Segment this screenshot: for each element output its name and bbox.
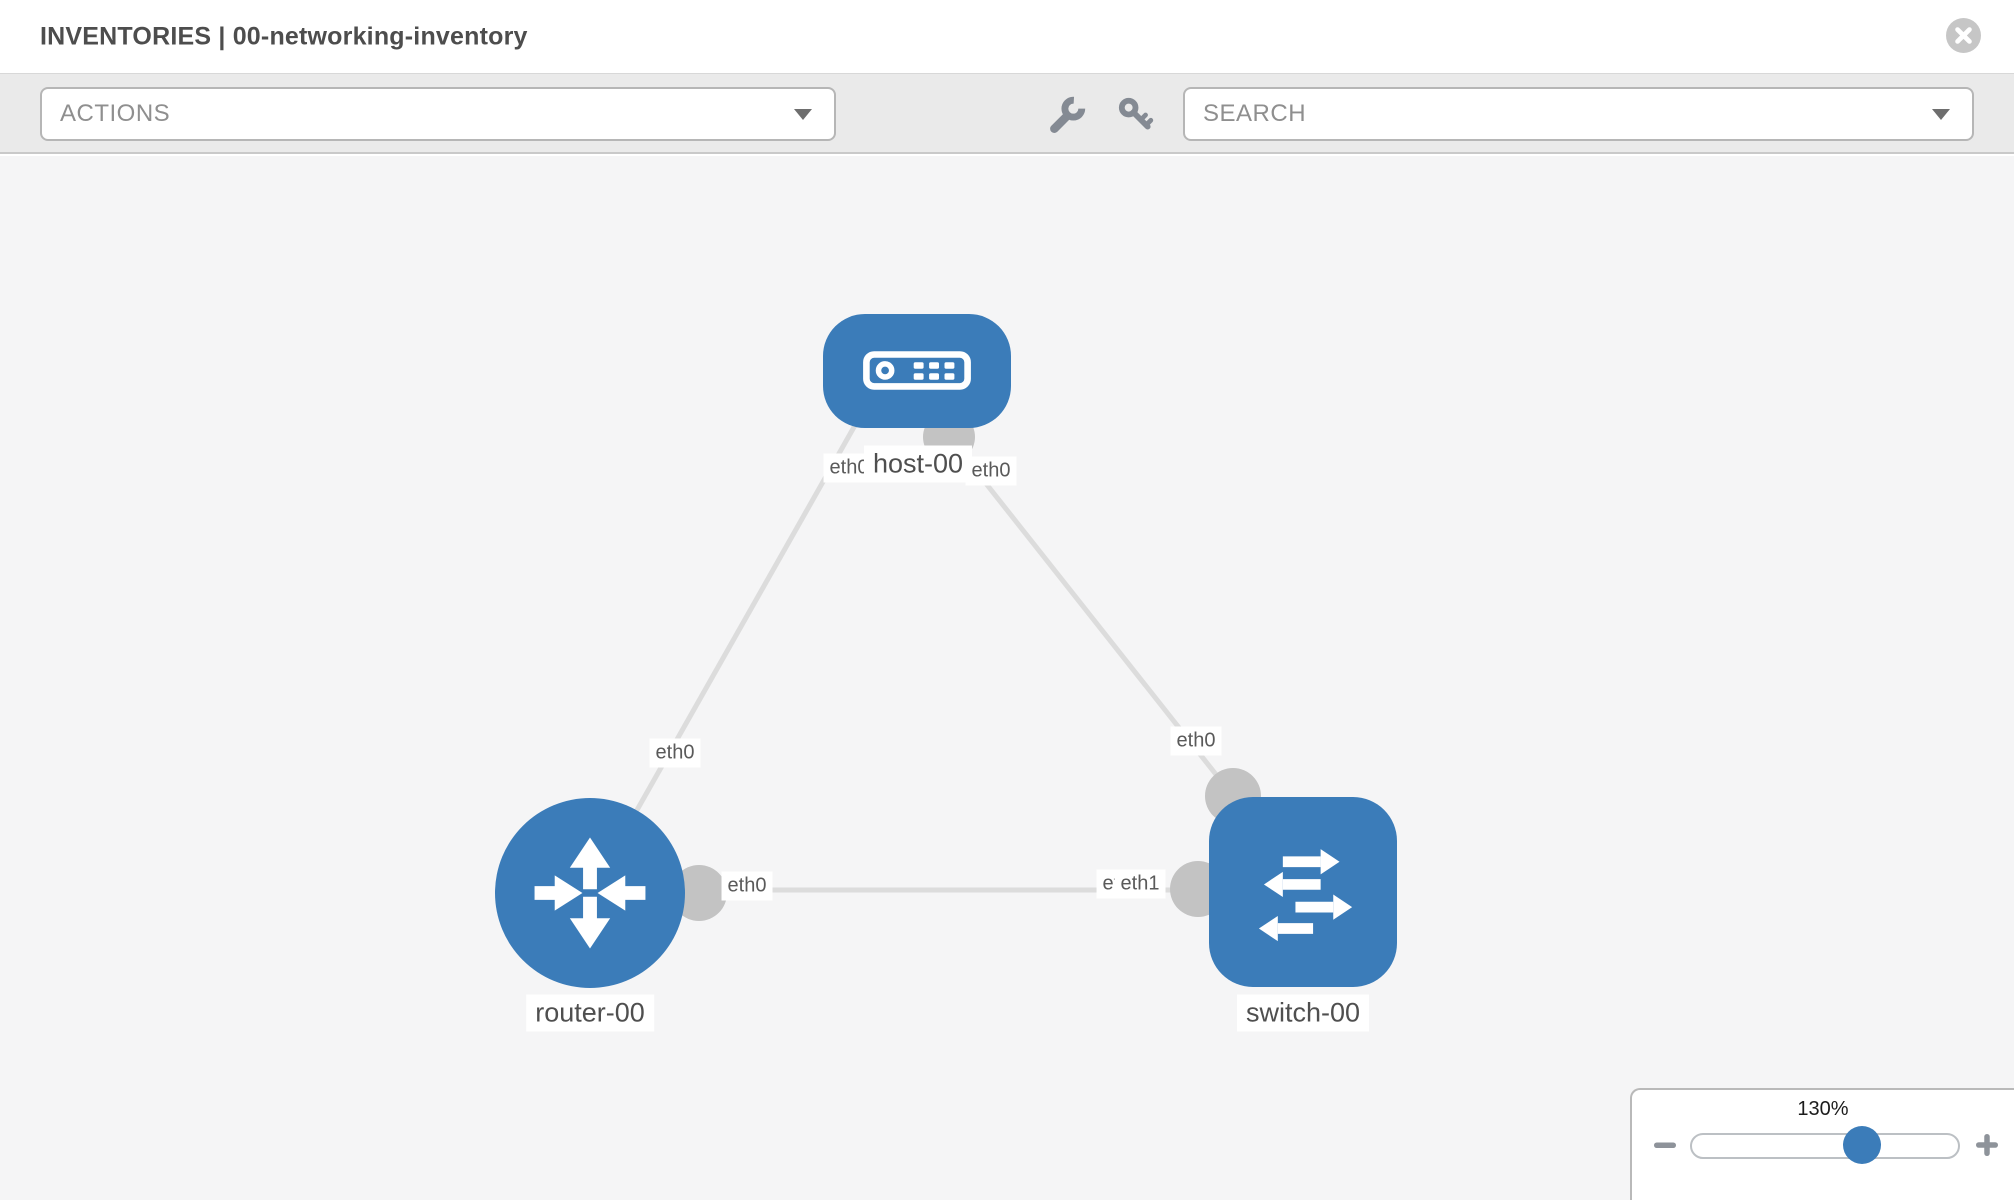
- close-icon[interactable]: [1946, 18, 1981, 53]
- host-icon: [863, 351, 971, 390]
- zoom-slider-track[interactable]: [1690, 1126, 1960, 1164]
- node-label-host-00: host-00: [863, 445, 973, 483]
- interface-label: eth0: [1170, 726, 1222, 756]
- zoom-in-button[interactable]: [1970, 1130, 2004, 1160]
- search-placeholder: SEARCH: [1203, 100, 1307, 127]
- router-icon: [534, 837, 646, 949]
- switch-icon: [1258, 849, 1353, 942]
- node-host-00[interactable]: [823, 314, 1011, 428]
- node-label-switch-00: switch-00: [1236, 994, 1370, 1032]
- actions-dropdown-label: ACTIONS: [60, 100, 171, 127]
- interface-label: eth0: [965, 456, 1017, 486]
- key-icon[interactable]: [1116, 96, 1154, 134]
- node-router-00[interactable]: [495, 798, 685, 988]
- zoom-out-button[interactable]: [1648, 1130, 1682, 1160]
- chevron-down-icon: [794, 109, 812, 120]
- topology-canvas[interactable]: [0, 156, 2014, 1200]
- zoom-slider-handle[interactable]: [1843, 1126, 1881, 1164]
- node-switch-00[interactable]: [1209, 797, 1397, 987]
- chevron-down-icon: [1932, 109, 1950, 120]
- zoom-panel: 130%: [1630, 1088, 2014, 1200]
- page-title: INVENTORIES | 00-networking-inventory: [40, 22, 528, 50]
- toolbar: ACTIONS SEARCH: [0, 73, 2014, 154]
- node-label-router-00: router-00: [526, 994, 654, 1032]
- interface-label: eth0: [649, 738, 701, 768]
- interface-label: eth1: [1114, 869, 1166, 899]
- wrench-icon[interactable]: [1048, 96, 1086, 134]
- interface-label: eth0: [721, 871, 773, 901]
- minus-icon: [1654, 1142, 1676, 1148]
- zoom-level-value: 130%: [1797, 1098, 1849, 1120]
- actions-dropdown[interactable]: ACTIONS: [40, 87, 836, 141]
- header-bar: INVENTORIES | 00-networking-inventory: [0, 0, 2014, 73]
- search-dropdown[interactable]: SEARCH: [1183, 87, 1974, 141]
- plus-icon: [1976, 1134, 1998, 1156]
